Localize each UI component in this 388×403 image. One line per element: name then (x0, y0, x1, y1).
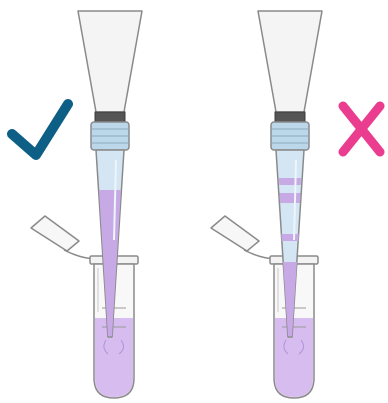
cross-mark-icon (343, 106, 380, 152)
microcentrifuge-tube (211, 216, 318, 398)
incorrect-panel (211, 11, 380, 398)
plunger-tip (95, 112, 125, 122)
liquid-band (279, 178, 301, 185)
tube-liquid (95, 318, 133, 397)
syringe (78, 11, 142, 150)
plunger-tip (275, 112, 305, 122)
microcentrifuge-tube (31, 216, 138, 398)
syringe-barrel (258, 11, 322, 112)
liquid-band (281, 234, 298, 241)
syringe (258, 11, 322, 150)
liquid-band (280, 193, 301, 203)
check-mark-icon (12, 104, 68, 155)
correct-panel (12, 11, 142, 398)
syringe-barrel (78, 11, 142, 112)
tube-liquid (275, 318, 313, 397)
tube-lid (31, 216, 79, 251)
tube-lid (211, 216, 259, 251)
